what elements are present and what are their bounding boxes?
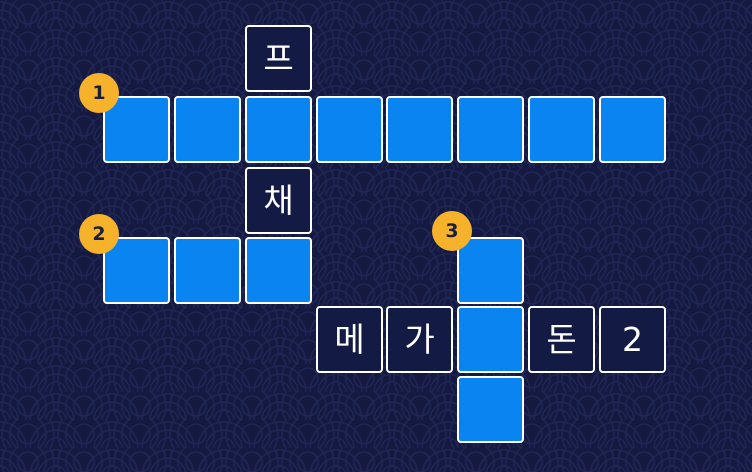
word3-cell-3[interactable] <box>457 376 524 443</box>
word2-cell-3[interactable] <box>245 237 312 304</box>
given-cell-r0c2: 프 <box>245 25 312 92</box>
word1-cell-8[interactable] <box>599 96 666 163</box>
given-cell-r2c2: 채 <box>245 167 312 234</box>
word1-cell-2[interactable] <box>174 96 241 163</box>
word1-cell-4[interactable] <box>316 96 383 163</box>
word1-cell-7[interactable] <box>528 96 595 163</box>
clue-number-badge-2: 2 <box>79 214 119 254</box>
word3-cell-1[interactable] <box>457 237 524 304</box>
word2-cell-2[interactable] <box>174 237 241 304</box>
given-cell-r4c3: 메 <box>316 306 383 373</box>
word1-cell-1[interactable] <box>103 96 170 163</box>
word1-cell-3[interactable] <box>245 96 312 163</box>
given-cell-r4c8: 2 <box>599 306 666 373</box>
word2-cell-1[interactable] <box>103 237 170 304</box>
word1-cell-5[interactable] <box>386 96 453 163</box>
given-cell-r4c4: 가 <box>386 306 453 373</box>
word1-cell-6[interactable] <box>457 96 524 163</box>
word3-cell-2[interactable] <box>457 306 524 373</box>
clue-number-badge-1: 1 <box>79 73 119 113</box>
given-cell-r4c7: 돈 <box>528 306 595 373</box>
clue-number-badge-3: 3 <box>432 211 472 251</box>
